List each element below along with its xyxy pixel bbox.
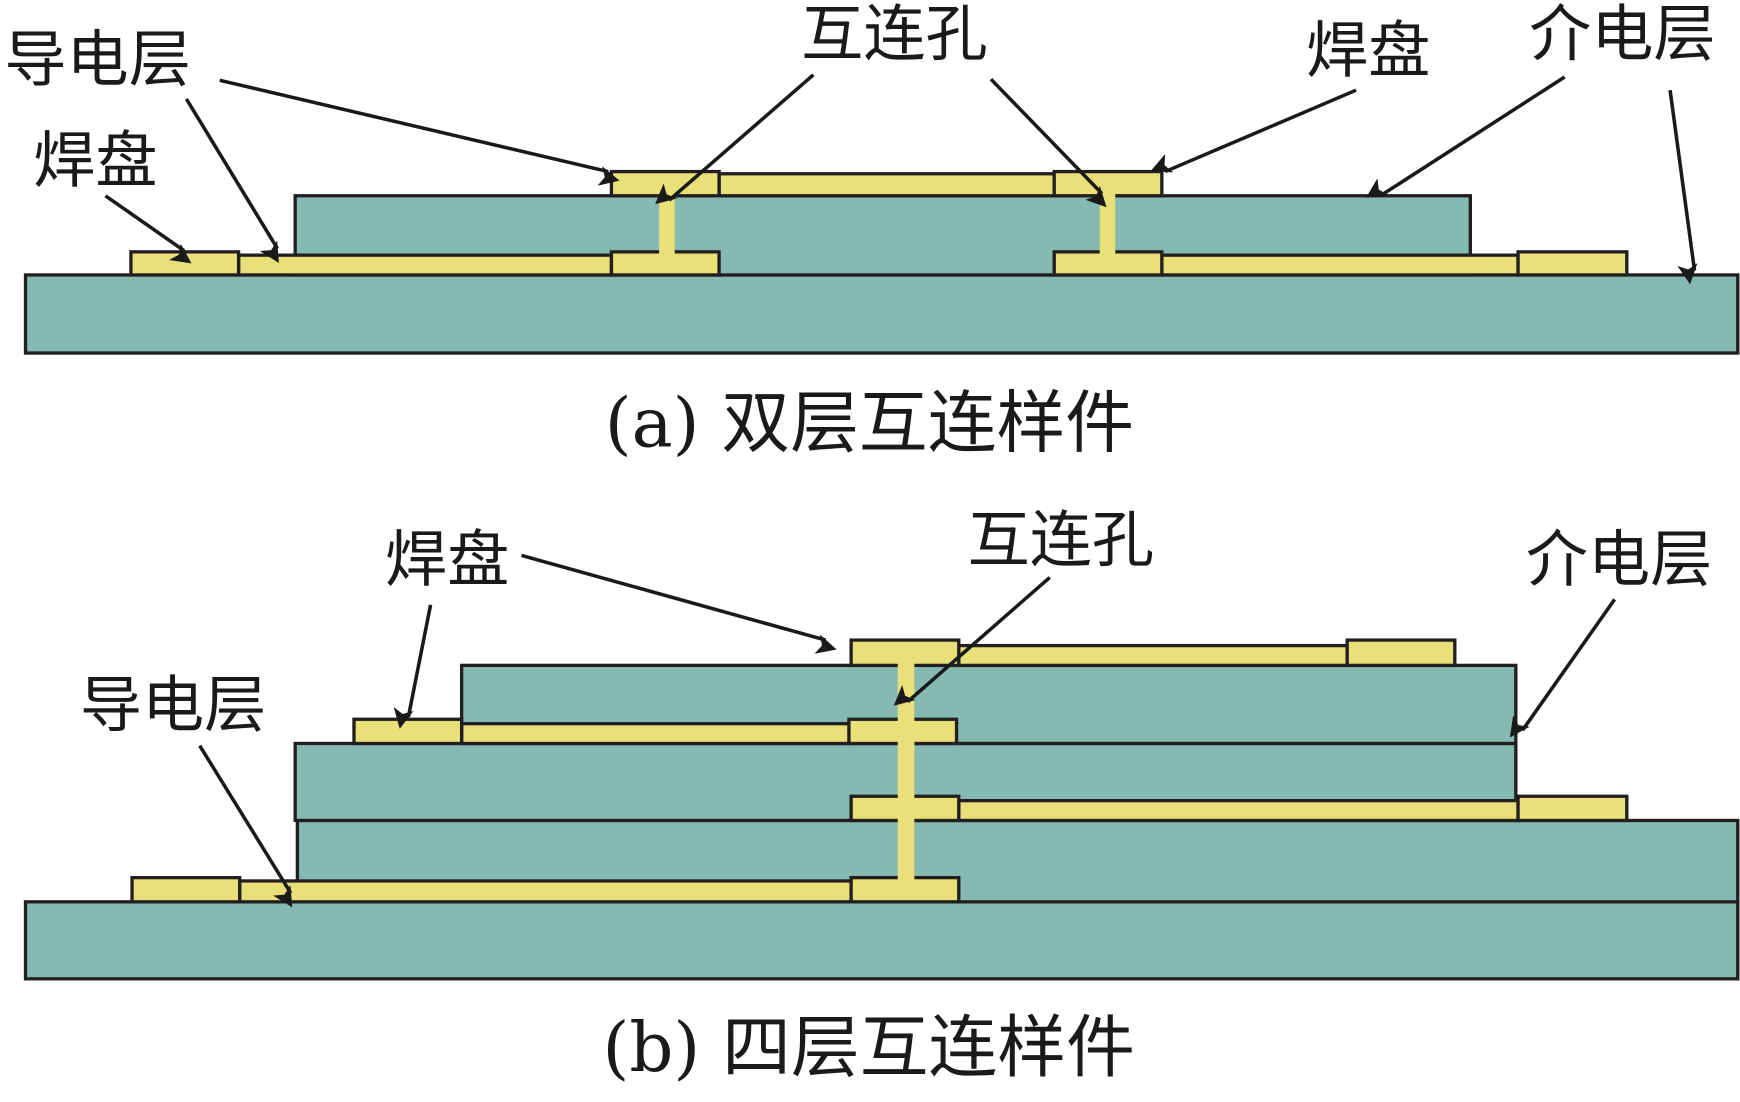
via-pad-bottom: [849, 875, 961, 904]
arrow-dielectric-upper: [1366, 75, 1566, 198]
arrow-pad-right: [1150, 88, 1357, 174]
arrow-via: [893, 576, 1051, 706]
arrow-pad-left: [104, 194, 192, 264]
via-left: [659, 193, 675, 255]
pad-top-right: [1345, 638, 1457, 668]
arrow-dielectric-substrate: [1668, 89, 1698, 285]
through-via: [897, 663, 915, 880]
pad-layer2-right: [1516, 794, 1629, 823]
arrow-conductive-to-top: [219, 78, 620, 186]
layer3-trace: [459, 722, 853, 746]
substrate-dielectric: [23, 900, 1740, 981]
panel-b: 焊盘 互连孔 介电层 导电层 (b) 四层互连样件: [23, 504, 1740, 1088]
pad-bottom-left: [130, 875, 242, 904]
pad-left: [129, 250, 241, 277]
arrow-pad-top: [521, 553, 837, 654]
pad-layer3-left: [352, 717, 464, 746]
bottom-trace: [238, 879, 853, 904]
via-right: [1099, 193, 1116, 255]
pad-right: [1516, 250, 1629, 277]
panel-a: 导电层 焊盘 互连孔 焊盘 介电层 (a) 双层互连样件: [4, 0, 1740, 464]
arrow-pad-layer3: [393, 604, 433, 729]
top-trace: [957, 643, 1349, 668]
label-pad-right: 焊盘: [1306, 15, 1430, 87]
label-dielectric: 介电层: [1526, 524, 1712, 596]
label-conductive-layer: 导电层: [80, 669, 266, 741]
arrow-dielectric: [1509, 598, 1617, 738]
layer2-trace: [957, 799, 1520, 823]
via-pad-top-left: [609, 169, 721, 198]
label-pad: 焊盘: [385, 524, 509, 596]
label-via: 互连孔: [801, 0, 987, 70]
via-pad-top-right: [1052, 169, 1164, 198]
top-trace: [717, 172, 1056, 198]
caption-b: (b) 四层互连样件: [603, 1008, 1135, 1088]
via-pad-top: [849, 638, 961, 668]
label-pad-left: 焊盘: [33, 125, 157, 197]
arrow-conductive-to-bottom: [184, 98, 279, 263]
label-via: 互连孔: [968, 504, 1154, 576]
substrate-dielectric: [23, 273, 1740, 355]
caption-a: (a) 双层互连样件: [605, 384, 1134, 464]
via-pad-bottom-right: [1052, 250, 1164, 277]
label-conductive-layer: 导电层: [4, 24, 190, 96]
bottom-trace-left: [236, 253, 614, 277]
via-pad-bottom-left: [609, 250, 721, 277]
arrow-conductive-layer: [198, 744, 293, 908]
arrow-via-right: [989, 77, 1107, 208]
bottom-trace-right: [1160, 253, 1520, 277]
label-dielectric: 介电层: [1529, 0, 1715, 70]
arrow-via-left: [655, 73, 815, 205]
